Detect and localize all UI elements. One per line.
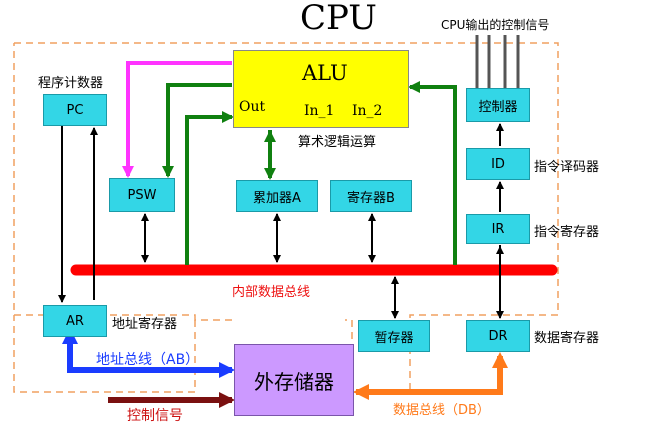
- alu-in2-label: In_2: [352, 103, 383, 119]
- alu-to-psw: [162, 83, 232, 178]
- external-memory: 外存储器: [234, 344, 354, 416]
- data-bus-arrow: [353, 356, 503, 400]
- alu-caption: 算术逻辑运算: [298, 135, 377, 150]
- control-output-caption: CPU输出的控制信号: [441, 18, 550, 32]
- data-bus-up-head: [492, 352, 508, 368]
- cpu-boundary-lower: [13, 315, 196, 393]
- cpu-boundary: [13, 42, 559, 393]
- ir-caption: 指令寄存器: [534, 225, 600, 240]
- register-b: 寄存器B: [330, 180, 412, 212]
- address-bus-caption: 地址总线（AB）: [96, 352, 200, 368]
- ar-caption: 地址寄存器: [112, 317, 178, 332]
- control-signal-caption: 控制信号: [127, 408, 183, 424]
- instruction-register: IR: [466, 214, 530, 244]
- psw-register: PSW: [109, 178, 175, 212]
- data-register: DR: [466, 320, 530, 352]
- alu-block: ALU Out In_1 In_2: [233, 50, 409, 128]
- bus-caption: 内部数据总线: [232, 285, 311, 300]
- dr-caption: 数据寄存器: [534, 331, 600, 346]
- address-register: AR: [43, 305, 107, 337]
- alu-to-psw-magenta: [122, 61, 232, 178]
- address-bus-arrow: [67, 334, 235, 378]
- controller: 控制器: [466, 88, 530, 122]
- pc-register: PC: [43, 94, 107, 126]
- data-bus-caption: 数据总线（DB）: [393, 403, 490, 418]
- bus-to-alu-in1: [185, 111, 234, 265]
- id-caption: 指令译码器: [534, 160, 600, 175]
- alu-in1-label: In_1: [304, 103, 335, 119]
- alu-out-label: Out: [239, 99, 266, 115]
- accumulator-a: 累加器A: [236, 180, 318, 212]
- bus-to-alu-in2: [408, 81, 457, 265]
- cpu-title: CPU: [300, 0, 377, 38]
- alu-name: ALU: [302, 61, 348, 85]
- temp-register: 暂存器: [358, 320, 430, 352]
- instruction-decoder: ID: [466, 148, 530, 180]
- pc-caption: 程序计数器: [38, 76, 104, 91]
